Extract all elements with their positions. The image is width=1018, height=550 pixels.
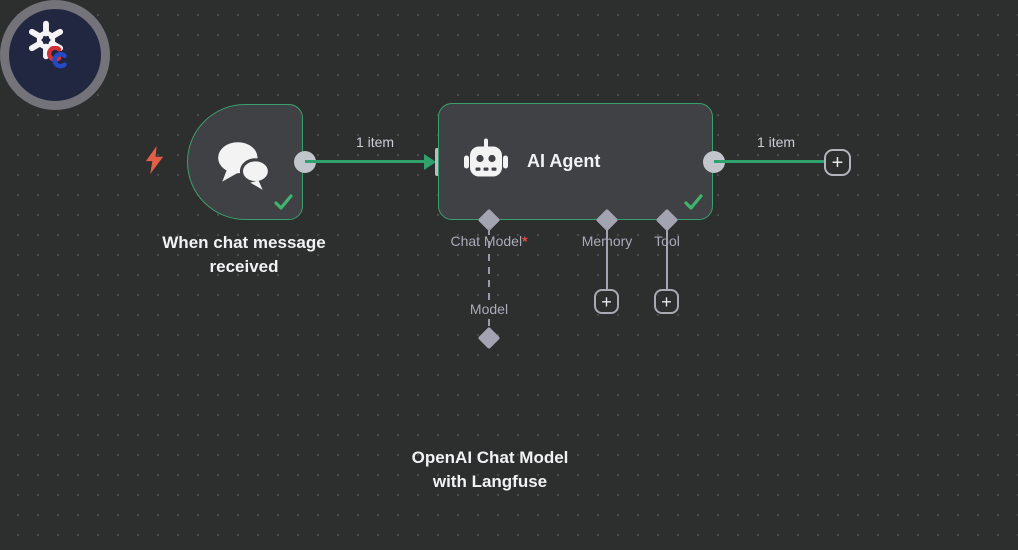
openai-chat-model-node[interactable] [0,0,110,110]
add-memory-button[interactable]: + [594,289,619,314]
langfuse-icon [46,46,67,69]
openai-node-label: OpenAI Chat Model with Langfuse [370,446,610,494]
connection-trigger-to-agent[interactable] [305,160,425,163]
success-check-icon [684,194,703,210]
connection-items-label: 1 item [355,134,395,150]
chat-model-connection-dashed[interactable] [488,228,490,331]
success-check-icon [274,194,293,210]
chat-model-port-text: Chat Model [450,233,523,249]
tool-connection-stem [666,227,668,290]
openai-node-label-line2: with Langfuse [432,472,548,491]
required-asterisk: * [522,233,528,249]
agent-node-title: AI Agent [527,151,601,171]
connection-arrowhead-icon [424,154,436,170]
ai-agent-node[interactable]: AI Agent [438,103,713,220]
connection-items-label: 1 item [756,134,796,150]
chat-model-port-label: Chat Model* [419,233,559,249]
openai-node-label-line1: OpenAI Chat Model [411,448,569,467]
memory-connection-stem [606,227,608,290]
trigger-node-label-line1: When chat message [162,233,326,252]
robot-icon [464,138,508,177]
connection-agent-output[interactable] [714,160,824,163]
model-input-label: Model [454,301,524,317]
trigger-node-label: When chat message received [124,231,364,279]
trigger-node-label-line2: received [209,257,279,276]
add-next-node-button[interactable]: + [824,149,851,176]
add-tool-button[interactable]: + [654,289,679,314]
model-input-diamond[interactable] [477,326,501,350]
chat-bubbles-icon [218,142,271,190]
lightning-trigger-icon [145,146,164,174]
trigger-node-when-chat-message-received[interactable] [187,104,303,220]
